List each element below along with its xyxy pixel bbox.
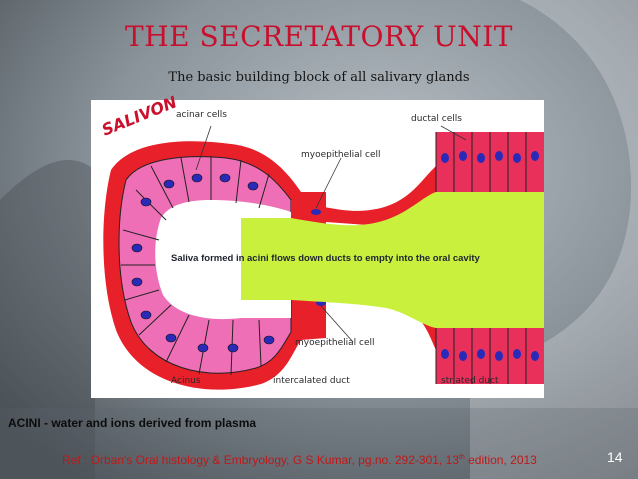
striated-duct-top [435, 132, 544, 192]
leader-lines [195, 125, 467, 343]
secretory-unit-diagram: SALIVON acinar cells ductal cells myoepi… [91, 92, 544, 398]
label-intercalated-duct: intercalated duct [273, 376, 350, 386]
myoepithelial-nucleus-top [311, 209, 321, 215]
label-myoepithelial-bottom: myoepithelial cell [295, 338, 375, 348]
striated-duct-bottom [435, 328, 544, 384]
reference-edition: edition, 2013 [464, 453, 537, 467]
slide-title: THE SECRETATORY UNIT [125, 20, 513, 53]
saliva-flow-caption: Saliva formed in acini flows down ducts … [171, 253, 480, 264]
secretory-unit-illustration [103, 125, 544, 390]
label-acinar-cells: acinar cells [176, 110, 227, 120]
reference-citation: Ref : Orban's Oral histology & Embryolog… [62, 453, 537, 467]
label-acinus: Acinus [171, 376, 201, 386]
page-number: 14 [607, 449, 623, 465]
reference-text: Ref : Orban's Oral histology & Embryolog… [62, 453, 459, 467]
intercalated-duct-wall [291, 166, 436, 226]
acinar-cell-borders [121, 156, 270, 376]
secretion-lumen-flow [241, 192, 544, 328]
acini-note: ACINI - water and ions derived from plas… [8, 416, 257, 430]
label-ductal-cells: ductal cells [411, 114, 462, 124]
label-myoepithelial-top: myoepithelial cell [301, 150, 381, 160]
reference-superscript: th [458, 454, 465, 461]
acinar-nuclei [131, 173, 275, 353]
slide-subtitle: The basic building block of all salivary… [168, 70, 470, 85]
label-striated-duct: striated duct [441, 376, 499, 386]
